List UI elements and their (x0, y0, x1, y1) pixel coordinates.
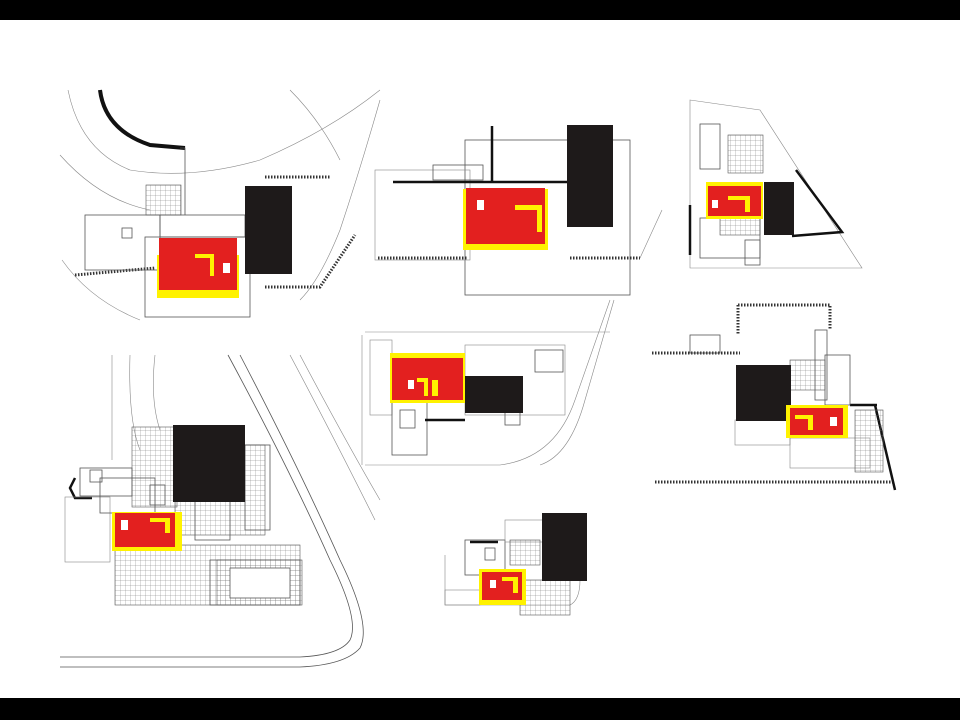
plan-2-solid-volume (567, 125, 613, 227)
plan-6-solid-volume (736, 365, 791, 421)
plan-4-solid-volume (173, 425, 245, 502)
site-plans-diagram (59, 89, 897, 668)
plan-5 (361, 299, 615, 466)
plans-sheet (0, 20, 960, 698)
plan-1 (59, 89, 381, 321)
plan-3 (688, 99, 863, 269)
plan-6 (652, 303, 897, 491)
plan-2 (374, 125, 663, 296)
plan-7-solid-volume (542, 513, 587, 581)
plan-4 (60, 354, 381, 668)
plan-5-solid-volume (465, 376, 523, 413)
plan-3-solid-volume (764, 182, 794, 235)
plan-1-solid-volume (245, 186, 292, 274)
plan-7 (444, 513, 587, 616)
plan-2-red-zone (466, 188, 545, 244)
